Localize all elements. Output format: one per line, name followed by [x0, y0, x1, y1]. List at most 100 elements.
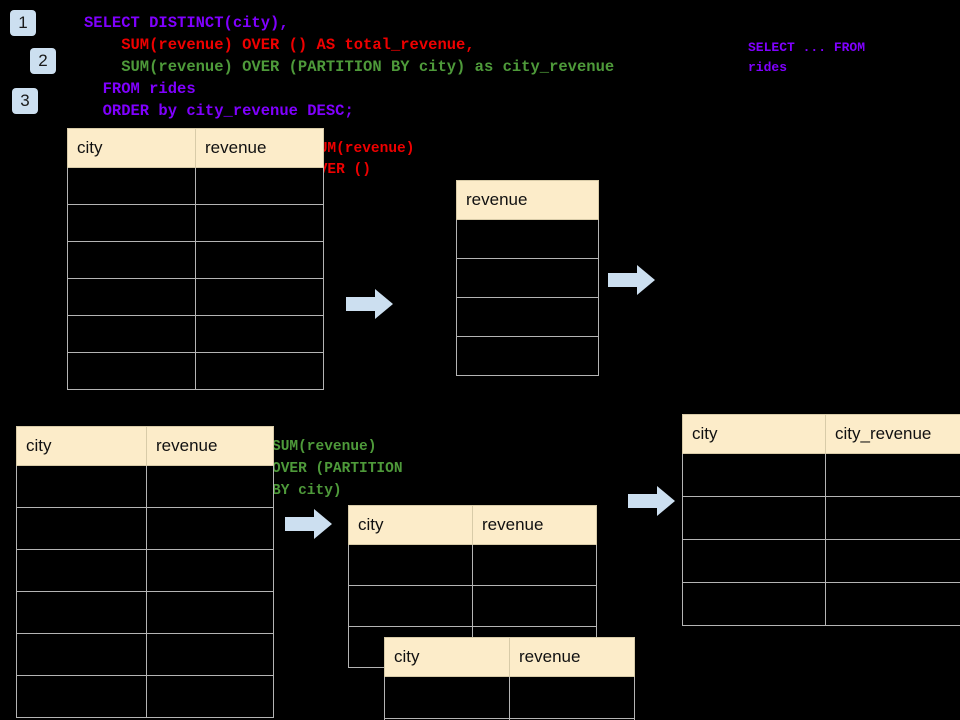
cell-city [682, 453, 826, 497]
column-header-revenue: revenue [472, 505, 597, 545]
sql-line-select-distinct: SELECT DISTINCT(city), [84, 14, 289, 32]
cell-revenue [472, 544, 597, 586]
cell-revenue [195, 241, 324, 279]
table-row [384, 718, 635, 720]
cell-revenue [146, 633, 274, 676]
table-row [682, 539, 960, 583]
table-row [348, 544, 597, 586]
table-row [682, 582, 960, 626]
cell-city-revenue [825, 496, 960, 540]
cell-city [16, 465, 147, 508]
table-header-row: city city_revenue [682, 414, 960, 454]
sql-line-sum-over-partition: SUM(revenue) OVER (PARTITION BY city) as… [84, 58, 615, 76]
cell-city [67, 278, 196, 316]
annotation-sum-over-empty: SUM(revenue) OVER () [310, 141, 415, 178]
cell-revenue [146, 591, 274, 634]
table-row [456, 219, 599, 259]
cell-city [16, 591, 147, 634]
table-row [16, 675, 274, 718]
table-row [16, 507, 274, 550]
cell-revenue [509, 676, 635, 719]
cell-revenue [146, 507, 274, 550]
cell-city [682, 496, 826, 540]
table-header-row: city revenue [384, 637, 635, 677]
cell-revenue [195, 167, 324, 205]
table-header-row: city revenue [16, 426, 274, 466]
cell-city [348, 544, 473, 586]
table-row [456, 297, 599, 337]
city-revenue-result-table: city city_revenue [682, 414, 960, 626]
table-row [67, 241, 324, 279]
cell-city [16, 675, 147, 718]
cell-revenue [456, 297, 599, 337]
arrow-partition-to-result [628, 485, 676, 522]
column-header-revenue: revenue [146, 426, 274, 466]
column-header-city: city [682, 414, 826, 454]
table-row [456, 258, 599, 298]
table-row [16, 591, 274, 634]
cell-revenue [456, 336, 599, 376]
column-header-city: city [67, 128, 196, 168]
cell-city [16, 549, 147, 592]
cell-revenue [456, 258, 599, 298]
column-header-revenue: revenue [509, 637, 635, 677]
partition-table-front: city revenue [384, 637, 635, 720]
annotation-select-from-rides: SELECT ... FROM rides [748, 40, 866, 75]
column-header-city: city [384, 637, 510, 677]
cell-revenue [195, 315, 324, 353]
arrow-total-to-result [608, 264, 656, 301]
cell-city [67, 315, 196, 353]
table-row [16, 549, 274, 592]
table-row [682, 496, 960, 540]
cell-city [384, 676, 510, 719]
table-row [67, 204, 324, 242]
cell-revenue [195, 352, 324, 390]
cell-revenue [472, 585, 597, 627]
table-row [682, 453, 960, 497]
table-row [16, 633, 274, 676]
cell-city [16, 507, 147, 550]
step-badge-1: 1 [10, 10, 36, 36]
table-row [384, 676, 635, 719]
arrow-source-to-partition [285, 508, 333, 545]
table-row [348, 585, 597, 627]
cell-revenue [146, 549, 274, 592]
sql-line-order-by: ORDER by city_revenue DESC; [84, 102, 354, 120]
column-header-city: city [16, 426, 147, 466]
arrow-source-to-total [346, 288, 394, 325]
cell-city [67, 352, 196, 390]
step-badge-3: 3 [12, 88, 38, 114]
cell-revenue [146, 675, 274, 718]
column-header-revenue: revenue [195, 128, 324, 168]
cell-revenue [195, 204, 324, 242]
cell-city [67, 241, 196, 279]
cell-city [348, 585, 473, 627]
table-row [456, 336, 599, 376]
table-row [16, 465, 274, 508]
cell-revenue [456, 219, 599, 259]
table-row [67, 167, 324, 205]
rides-source-table-bottom: city revenue [16, 426, 274, 718]
column-header-revenue: revenue [456, 180, 599, 220]
total-revenue-table: revenue [456, 180, 599, 376]
cell-city-revenue [825, 453, 960, 497]
annotation-sum-over-partition: SUM(revenue) OVER (PARTITION BY city) [272, 439, 403, 499]
cell-city-revenue [825, 582, 960, 626]
table-row [67, 315, 324, 353]
table-header-row: city revenue [67, 128, 324, 168]
cell-revenue [195, 278, 324, 316]
sql-line-sum-over-empty: SUM(revenue) OVER () AS total_revenue, [84, 36, 475, 54]
column-header-city-revenue: city_revenue [825, 414, 960, 454]
cell-revenue [146, 465, 274, 508]
column-header-city: city [348, 505, 473, 545]
cell-city-revenue [825, 539, 960, 583]
cell-city [67, 167, 196, 205]
cell-city [16, 633, 147, 676]
table-row [67, 352, 324, 390]
cell-city [682, 539, 826, 583]
step-badge-2: 2 [30, 48, 56, 74]
cell-city [67, 204, 196, 242]
rides-source-table-top: city revenue [67, 128, 324, 390]
cell-revenue [509, 718, 635, 720]
